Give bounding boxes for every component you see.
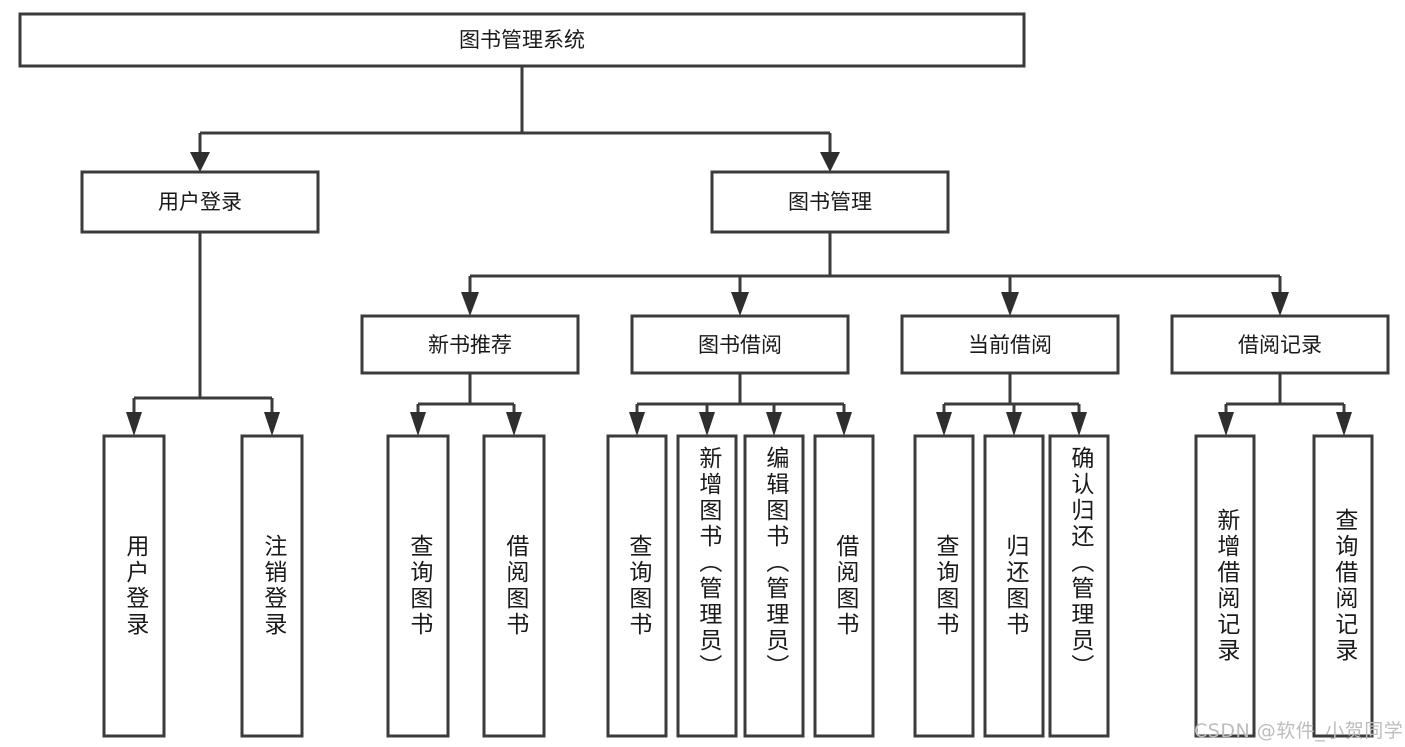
node-root-label: 图书管理系统 bbox=[459, 28, 585, 52]
node-borrow-record-box[interactable] bbox=[1170, 314, 1390, 375]
arrowhead-book-borrow bbox=[731, 292, 749, 316]
leaf-box-user-logout[interactable] bbox=[240, 434, 304, 738]
leaf-box-borrow-book-new[interactable] bbox=[482, 434, 546, 738]
node-user-login[interactable]: 用户登录 bbox=[80, 170, 320, 234]
node-book-management-box[interactable] bbox=[710, 170, 950, 234]
leaf-box-edit-book-admin[interactable] bbox=[743, 434, 805, 738]
leaf-box-return-book[interactable] bbox=[983, 434, 1045, 738]
node-book-borrow-label: 图书借阅 bbox=[698, 333, 782, 357]
arrowhead-leaf-return-book bbox=[1006, 412, 1022, 436]
leaf-box-add-book-admin[interactable] bbox=[676, 434, 738, 738]
leaf-box-query-borrow-record[interactable] bbox=[1312, 434, 1374, 738]
node-new-book-recommend[interactable]: 新书推荐 bbox=[360, 314, 580, 375]
arrowhead-leaf-query-book-current bbox=[936, 412, 952, 436]
arrowhead-leaf-borrow-book bbox=[836, 412, 852, 436]
arrowhead-leaf-user-login bbox=[126, 412, 142, 436]
node-book-management[interactable]: 图书管理 bbox=[710, 170, 950, 234]
leaf-box-group bbox=[102, 434, 1374, 738]
leaf-box-query-book-borrow[interactable] bbox=[606, 434, 668, 738]
node-current-borrow[interactable]: 当前借阅 bbox=[900, 314, 1120, 375]
arrowhead-leaf-user-logout bbox=[264, 412, 280, 436]
arrowhead-leaf-edit-book-admin bbox=[766, 412, 782, 436]
node-root-box[interactable] bbox=[18, 12, 1026, 68]
connector-group bbox=[126, 66, 1352, 436]
arrowhead-user-login bbox=[190, 152, 210, 172]
node-book-borrow-box[interactable] bbox=[630, 314, 850, 375]
csdn-watermark: CSDN @软件_小贺同学 bbox=[1194, 720, 1404, 742]
node-user-login-box[interactable] bbox=[80, 170, 320, 234]
leaf-box-borrow-book[interactable] bbox=[813, 434, 875, 738]
leaf-box-query-book-current[interactable] bbox=[913, 434, 975, 738]
leaf-box-add-borrow-record[interactable] bbox=[1194, 434, 1256, 738]
leaf-box-confirm-return-admin[interactable] bbox=[1048, 434, 1110, 738]
arrowhead-leaf-query-borrow-record bbox=[1336, 412, 1352, 436]
arrowhead-leaf-query-book-new bbox=[410, 412, 426, 436]
node-root[interactable]: 图书管理系统 bbox=[18, 12, 1026, 68]
arrowhead-leaf-confirm-return-admin bbox=[1071, 412, 1087, 436]
node-new-book-recommend-box[interactable] bbox=[360, 314, 580, 375]
node-user-login-label: 用户登录 bbox=[158, 190, 242, 214]
node-new-book-recommend-label: 新书推荐 bbox=[428, 333, 512, 357]
node-current-borrow-box[interactable] bbox=[900, 314, 1120, 375]
arrowhead-leaf-add-borrow-record bbox=[1218, 412, 1234, 436]
node-book-borrow[interactable]: 图书借阅 bbox=[630, 314, 850, 375]
arrowhead-leaf-add-book-admin bbox=[699, 412, 715, 436]
arrowhead-new-book-recommend bbox=[461, 292, 479, 316]
leaf-box-user-login[interactable] bbox=[102, 434, 166, 738]
arrowhead-book-management bbox=[820, 152, 840, 172]
arrowhead-leaf-borrow-book-new bbox=[506, 412, 522, 436]
leaf-box-query-book-new[interactable] bbox=[386, 434, 450, 738]
node-current-borrow-label: 当前借阅 bbox=[968, 333, 1052, 357]
node-book-management-label: 图书管理 bbox=[788, 190, 872, 214]
node-borrow-record[interactable]: 借阅记录 bbox=[1170, 314, 1390, 375]
arrowhead-current-borrow bbox=[1001, 292, 1019, 316]
arrowhead-borrow-record bbox=[1271, 292, 1289, 316]
node-borrow-record-label: 借阅记录 bbox=[1238, 333, 1322, 357]
arrowhead-leaf-query-book-borrow bbox=[629, 412, 645, 436]
